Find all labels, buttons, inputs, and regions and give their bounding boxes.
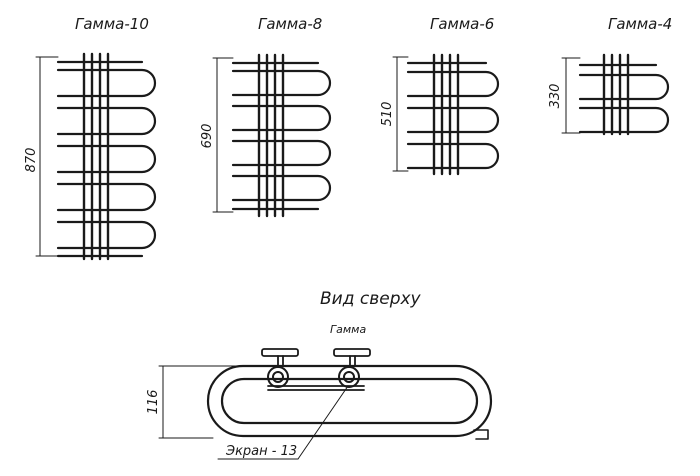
dimension-line (212, 57, 234, 213)
radiator-coils (578, 63, 670, 134)
screen-label: Экран - 13 (225, 444, 297, 459)
top-view-title: Вид сверху (320, 289, 422, 309)
model-gamma-8: Гамма-8 690 (200, 15, 332, 218)
radiator-coils (231, 61, 332, 211)
height-dimension: 870 (24, 148, 39, 173)
dimension-line (392, 56, 409, 172)
model-title: Гамма-10 (75, 15, 149, 33)
radiator-coils (406, 61, 500, 170)
dimension-line (35, 56, 59, 257)
height-dimension: 330 (548, 84, 563, 109)
model-title: Гамма-8 (258, 15, 322, 33)
model-gamma-10: Гамма-10 870 (24, 15, 157, 261)
depth-dimension: 116 (146, 390, 161, 415)
top-view-model-label: Гамма (330, 323, 366, 336)
mount-brackets (261, 348, 371, 391)
model-title: Гамма-6 (430, 15, 494, 33)
radiator-rails (257, 53, 285, 218)
model-gamma-6: Гамма-6 510 (380, 15, 500, 176)
pipe-connectors (267, 366, 360, 388)
depth-dimension-line (158, 365, 263, 439)
radiator-rails (602, 53, 630, 136)
coil-loop (206, 364, 493, 440)
radiator-coils (56, 60, 157, 258)
model-title: Гамма-4 (608, 15, 672, 33)
radiator-rails (432, 53, 460, 176)
height-dimension: 510 (380, 102, 395, 127)
radiator-rails (82, 52, 110, 261)
screen-leader (217, 385, 349, 460)
top-view: Вид сверху Гамма (146, 289, 493, 460)
dimension-line (561, 57, 581, 134)
model-gamma-4: Гамма-4 330 (548, 15, 672, 136)
height-dimension: 690 (200, 124, 215, 149)
